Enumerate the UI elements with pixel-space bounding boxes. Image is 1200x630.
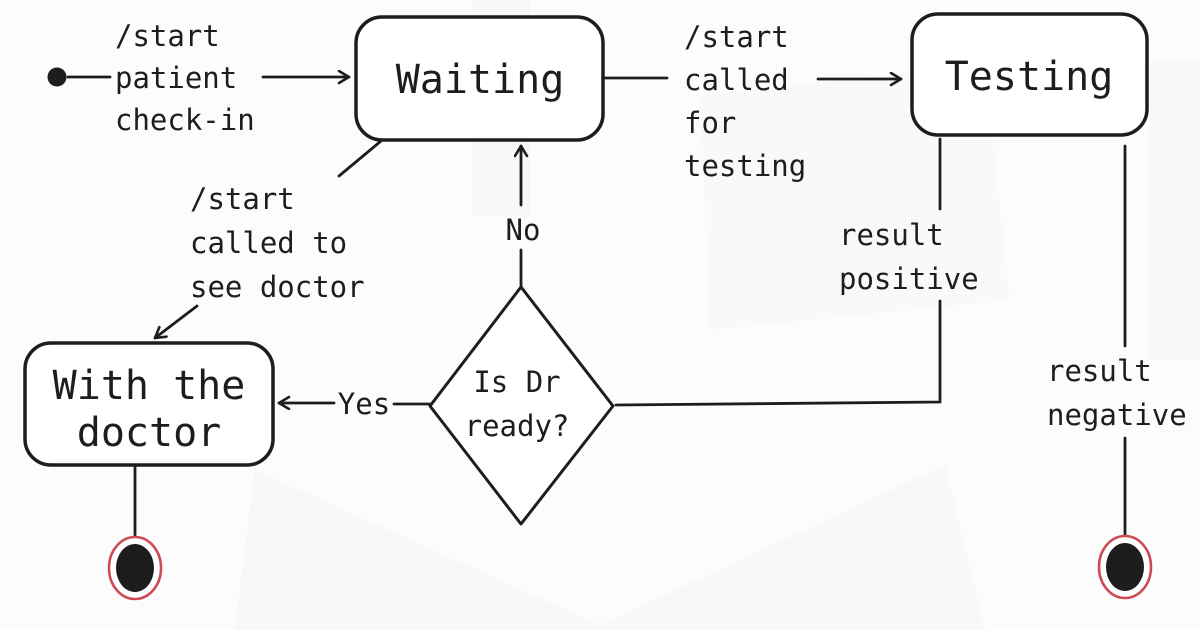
label-called-to-see-doctor-line3: see doctor: [190, 270, 365, 304]
label-start-checkin-line3: check-in: [115, 103, 255, 137]
state-waiting-label: Waiting: [396, 57, 565, 103]
label-result-positive-line2: positive: [839, 262, 979, 296]
state-with-doctor-label-line1: With the: [53, 363, 246, 409]
label-result-negative-line1: result: [1047, 354, 1152, 388]
state-testing: [910, 12, 1149, 137]
final-node-left-icon: [107, 535, 163, 601]
edge-waiting-to-doctor-upper: [337, 139, 383, 178]
start-node-icon: [47, 67, 67, 87]
label-no: No: [506, 213, 541, 247]
label-called-for-testing-line1: /start: [684, 20, 789, 54]
state-testing-label: Testing: [945, 54, 1114, 100]
label-called-to-see-doctor: /start called to see doctor: [190, 182, 365, 304]
final-node-right-icon: [1097, 534, 1153, 600]
label-start-checkin: /start patient check-in: [115, 19, 255, 137]
label-called-for-testing-line4: testing: [684, 149, 806, 183]
label-result-negative: result negative: [1047, 354, 1187, 432]
label-called-for-testing-line3: for: [684, 106, 736, 140]
label-result-positive: result positive: [839, 218, 979, 296]
decision-label-line1: Is Dr: [473, 365, 560, 399]
edge-result-positive-to-decision: [614, 299, 942, 407]
label-start-checkin-line2: patient: [115, 61, 237, 95]
edge-arrow-into-with-doctor: [153, 304, 199, 340]
state-with-doctor: [23, 341, 275, 467]
label-called-to-see-doctor-line2: called to: [190, 226, 347, 260]
label-result-negative-line2: negative: [1047, 398, 1187, 432]
decision-is-dr-ready: [428, 285, 615, 526]
label-result-positive-line1: result: [839, 218, 944, 252]
label-called-for-testing: /start called for testing: [684, 20, 806, 183]
decision-label-line2: ready?: [465, 409, 570, 443]
label-start-checkin-line1: /start: [115, 19, 220, 53]
label-called-for-testing-line2: called: [684, 63, 789, 97]
state-with-doctor-label-line2: doctor: [77, 410, 222, 456]
label-called-to-see-doctor-line1: /start: [190, 182, 295, 216]
label-yes: Yes: [338, 387, 390, 421]
